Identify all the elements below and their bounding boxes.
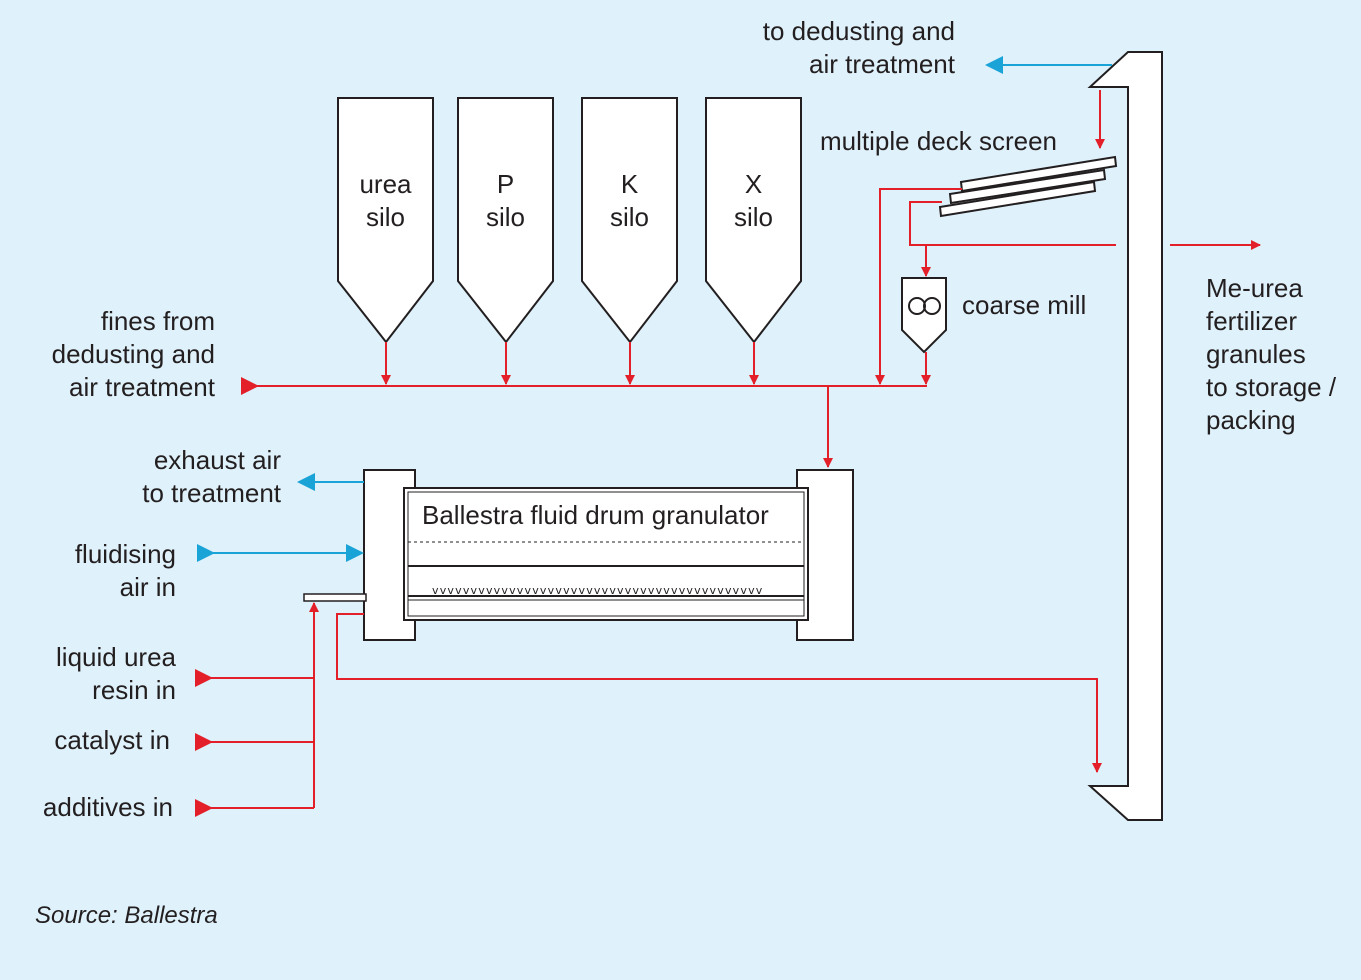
dedusting-outlet-label-line1: to dedusting and	[762, 16, 955, 46]
dedusting-outlet-arrow-icon	[985, 56, 1003, 74]
silo-x-label: X silo	[706, 168, 801, 234]
catalyst-inlet-label: catalyst in	[54, 725, 170, 755]
silo-p-label-line1: P	[496, 169, 515, 199]
urea-resin-inlet-label: liquid urea resin in	[20, 641, 176, 707]
product-label-line5: packing	[1206, 405, 1296, 435]
air-flow-lines	[213, 64, 1112, 554]
bucket-elevator	[1087, 51, 1163, 821]
fluidising-air-arrowhead-icon	[346, 544, 364, 562]
urea-resin-inlet-arrow-icon	[195, 669, 213, 687]
fluid-drum-granulator: vvvvvvvvvvvvvvvvvvvvvvvvvvvvvvvvvvvvvvvv…	[303, 469, 854, 641]
catalyst-inlet-arrow-icon	[195, 733, 213, 751]
dedusting-outlet-label-line2: air treatment	[809, 49, 955, 79]
product-label-line3: granules	[1206, 339, 1306, 369]
silo-k	[581, 97, 678, 344]
mill-roller-right-icon	[923, 297, 941, 315]
additives-inlet-label: additives in	[42, 792, 173, 822]
source-credit: Source: Ballestra	[35, 902, 218, 929]
silo-urea-label-line1: urea	[359, 169, 412, 199]
fines-inlet-arrow-icon	[241, 377, 259, 395]
urea-resin-inlet-label-line1: liquid urea	[56, 642, 176, 672]
fluidising-inlet-arrow-icon	[197, 544, 215, 562]
air-flow-arrows	[197, 56, 1003, 562]
multiple-deck-screen	[938, 155, 1118, 218]
material-flow-lines	[200, 90, 1261, 809]
fluidising-inlet-label: fluidising air in	[20, 538, 176, 604]
fines-inlet-label: fines from dedusting and air treatment	[10, 305, 215, 404]
silo-urea-label: urea silo	[338, 168, 433, 234]
silo-urea	[337, 97, 434, 344]
silo-x-label-line2: silo	[733, 202, 773, 232]
product-label: Me-urea fertilizer granules to storage /…	[1206, 272, 1336, 437]
product-label-line4: to storage /	[1206, 372, 1337, 402]
exhaust-outlet-arrow-icon	[297, 473, 315, 491]
silo-k-label: K silo	[582, 168, 677, 234]
silo-x	[705, 97, 802, 344]
urea-resin-inlet-label-line2: resin in	[92, 675, 176, 705]
silo-p	[457, 97, 554, 344]
fines-inlet-label-line1: fines from	[100, 306, 215, 336]
silo-p-label-line2: silo	[485, 202, 525, 232]
fines-inlet-label-line2: dedusting and	[51, 339, 215, 369]
additives-inlet-arrow-icon	[195, 799, 213, 817]
fluidising-inlet-label-line1: fluidising	[74, 539, 176, 569]
coarse-mill-label: coarse mill	[962, 290, 1087, 320]
product-label-line1: Me-urea	[1206, 273, 1303, 303]
nozzle-row: vvvvvvvvvvvvvvvvvvvvvvvvvvvvvvvvvvvvvvvv…	[432, 584, 764, 597]
fluidising-inlet-label-line2: air in	[119, 572, 176, 602]
coarse-mill	[901, 277, 947, 354]
flow-start-markers	[195, 377, 259, 817]
silo-x-label-line1: X	[744, 169, 763, 199]
silo-k-label-line1: K	[620, 169, 639, 199]
silo-urea-label-line2: silo	[365, 202, 405, 232]
product-label-line2: fertilizer	[1206, 306, 1298, 336]
exhaust-outlet-label-line2: to treatment	[142, 478, 281, 508]
screen-label: multiple deck screen	[820, 126, 1057, 156]
dedusting-outlet-label: to dedusting and air treatment	[680, 15, 955, 81]
silo-p-label: P silo	[458, 168, 553, 234]
fines-inlet-label-line3: air treatment	[69, 372, 215, 402]
granulator-label: Ballestra fluid drum granulator	[422, 500, 769, 530]
exhaust-outlet-label-line1: exhaust air	[153, 445, 281, 475]
exhaust-outlet-label: exhaust air to treatment	[70, 444, 281, 510]
silo-k-label-line2: silo	[609, 202, 649, 232]
